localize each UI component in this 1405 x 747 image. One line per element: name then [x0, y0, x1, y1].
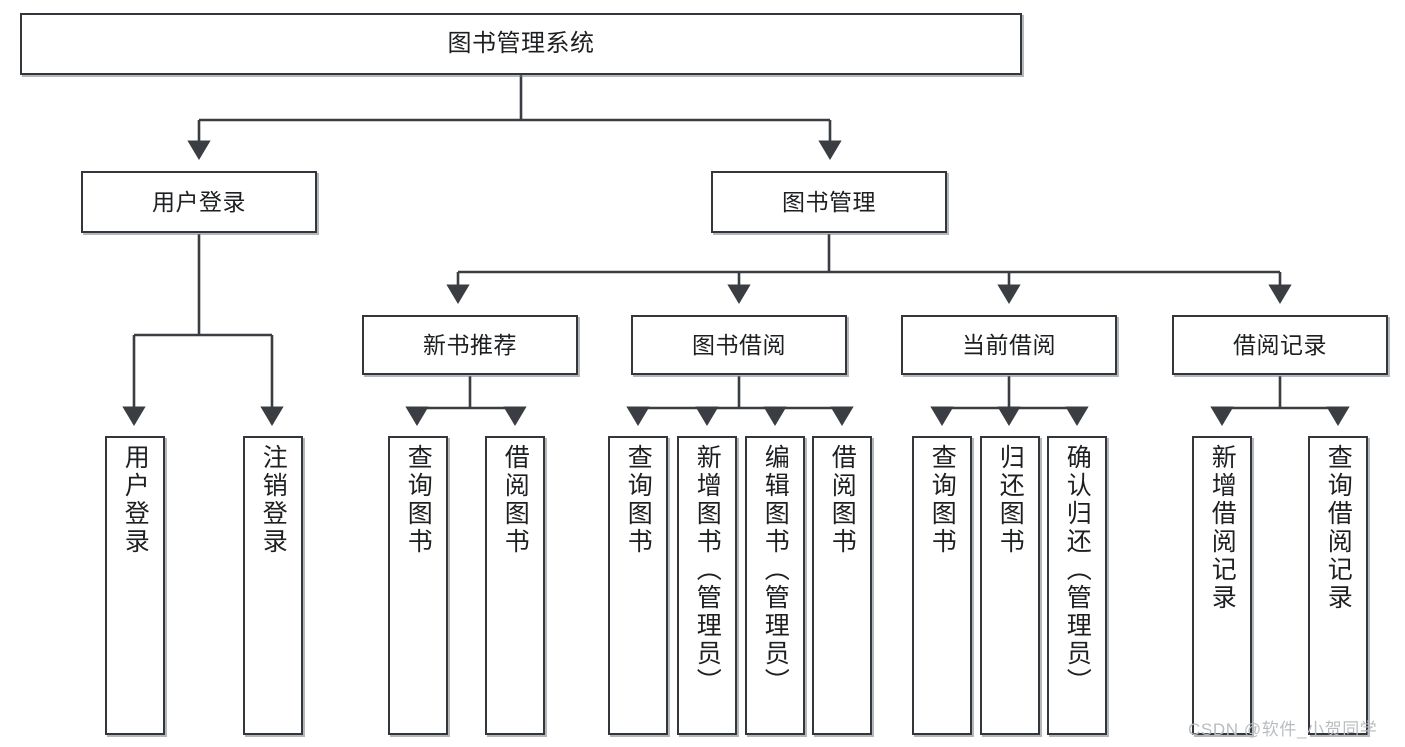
leaf-confirm-return[interactable]: 确认归还（管理员）	[1047, 436, 1107, 735]
leaf-add-record[interactable]: 新增借阅记录	[1192, 436, 1252, 735]
node-label: 新书推荐	[423, 331, 517, 358]
csdn-watermark: CSDN @软件_小贺同学	[1188, 720, 1378, 739]
node-borrow-record[interactable]: 借阅记录	[1172, 315, 1388, 375]
node-root-system[interactable]: 图书管理系统	[20, 13, 1022, 75]
node-label: 新增图书（管理员）	[693, 444, 722, 696]
node-label: 当前借阅	[962, 331, 1056, 358]
node-label: 编辑图书（管理员）	[761, 444, 790, 696]
leaf-query-book-3[interactable]: 查询图书	[912, 436, 972, 735]
leaf-borrow-book-1[interactable]: 借阅图书	[485, 436, 545, 735]
leaf-user-logout[interactable]: 注销登录	[243, 436, 303, 735]
node-new-book-rec[interactable]: 新书推荐	[362, 315, 578, 375]
node-label: 查询借阅记录	[1324, 444, 1353, 612]
node-label: 用户登录	[152, 188, 246, 215]
leaf-borrow-book-2[interactable]: 借阅图书	[812, 436, 872, 735]
node-label: 查询图书	[928, 444, 957, 556]
node-book-borrow[interactable]: 图书借阅	[631, 315, 847, 375]
leaf-add-book[interactable]: 新增图书（管理员）	[677, 436, 737, 735]
leaf-return-book[interactable]: 归还图书	[980, 436, 1040, 735]
leaf-query-record[interactable]: 查询借阅记录	[1308, 436, 1368, 735]
node-label: 注销登录	[259, 444, 288, 556]
node-label: 归还图书	[996, 444, 1025, 556]
node-book-manage[interactable]: 图书管理	[711, 171, 947, 233]
node-label: 图书管理系统	[447, 30, 595, 58]
node-label: 用户登录	[121, 444, 150, 556]
node-current-borrow[interactable]: 当前借阅	[901, 315, 1117, 375]
node-label: 借阅图书	[828, 444, 857, 556]
node-label: 查询图书	[624, 444, 653, 556]
node-label: 新增借阅记录	[1208, 444, 1237, 612]
node-label: 确认归还（管理员）	[1063, 444, 1092, 696]
node-label: 查询图书	[404, 444, 433, 556]
leaf-user-login[interactable]: 用户登录	[105, 436, 165, 735]
leaf-query-book-1[interactable]: 查询图书	[388, 436, 448, 735]
node-label: 借阅记录	[1233, 331, 1327, 358]
node-label: 图书管理	[782, 188, 876, 215]
leaf-query-book-2[interactable]: 查询图书	[608, 436, 668, 735]
node-label: 借阅图书	[501, 444, 530, 556]
leaf-edit-book[interactable]: 编辑图书（管理员）	[745, 436, 805, 735]
node-label: 图书借阅	[692, 331, 786, 358]
node-user-login[interactable]: 用户登录	[81, 171, 317, 233]
